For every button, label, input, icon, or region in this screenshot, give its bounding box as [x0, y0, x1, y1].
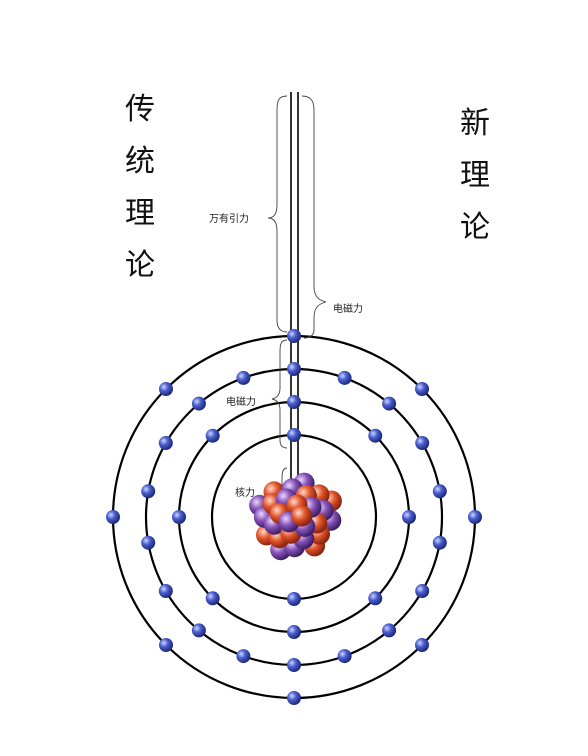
electron-shell-3	[141, 535, 156, 550]
electron-shell-4	[159, 382, 173, 396]
electron-shell-2	[205, 591, 220, 606]
gravity-label: 万有引力	[209, 214, 249, 225]
electron-shell-3	[337, 649, 352, 664]
electromagnetic-outer-label: 电磁力	[333, 304, 363, 315]
electron-shell-2	[172, 510, 186, 524]
proton	[291, 505, 313, 527]
electron-shell-3	[158, 584, 173, 598]
electron-shell-4	[287, 329, 301, 343]
electron-shell-2	[205, 428, 220, 443]
electron-shell-3	[287, 658, 301, 672]
nuclear-force-label: 核力	[235, 488, 255, 499]
electromagnetic-inner-bracket	[271, 339, 288, 449]
electron-shell-3	[382, 623, 397, 638]
electron-shell-2	[287, 625, 301, 639]
electron-shell-2	[287, 395, 301, 409]
electron-shell-4	[159, 638, 173, 652]
electron-shell-4	[415, 638, 429, 652]
electromagnetic-outer-bracket	[301, 95, 327, 339]
electron-shell-1	[287, 592, 301, 606]
electron-shell-2	[368, 591, 383, 606]
electron-shell-3	[191, 623, 206, 638]
new-theory-title: 新 理 论	[460, 106, 490, 245]
electron-shell-3	[415, 584, 430, 598]
electron-shell-2	[402, 510, 416, 524]
electron-shell-4	[468, 510, 482, 524]
nucleus	[249, 472, 342, 561]
electromagnetic-inner-label: 电磁力	[226, 397, 256, 408]
electron-shell-3	[337, 370, 352, 385]
electron-shell-3	[141, 484, 156, 499]
electron-shell-3	[236, 370, 251, 385]
electron-shell-4	[106, 510, 120, 524]
electron-shell-3	[191, 396, 206, 411]
electron-shell-3	[158, 436, 173, 450]
force-axis	[290, 92, 299, 520]
electron-shell-4	[415, 382, 429, 396]
traditional-theory-title: 传 统 理 论	[125, 92, 155, 283]
electron-shell-3	[432, 484, 447, 499]
electron-shell-2	[368, 428, 383, 443]
electron-shell-3	[432, 535, 447, 550]
electron-shell-3	[382, 396, 397, 411]
electron-shell-3	[236, 649, 251, 664]
electron-shell-4	[287, 691, 301, 705]
electron-shell-3	[287, 362, 301, 376]
electron-shell-1	[287, 428, 301, 442]
gravity-bracket	[267, 95, 288, 333]
electron-shell-3	[415, 436, 430, 450]
electrons	[106, 329, 482, 705]
